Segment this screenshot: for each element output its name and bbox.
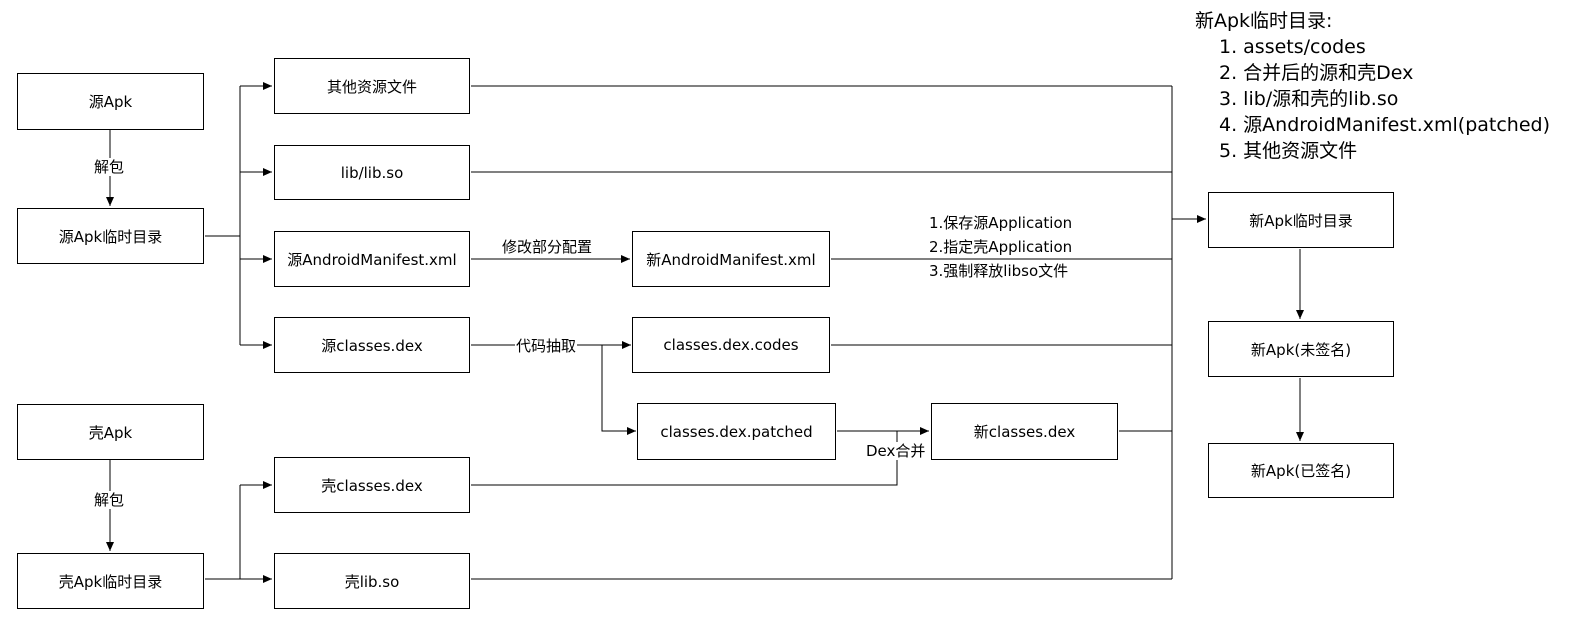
node-shell-lib-so: 壳lib.so [274, 553, 470, 609]
node-src-apk-tmp: 源Apk临时目录 [17, 208, 204, 264]
node-src-classes-dex: 源classes.dex [274, 317, 470, 373]
node-new-apk-tmp: 新Apk临时目录 [1208, 192, 1394, 248]
node-new-apk-signed: 新Apk(已签名) [1208, 443, 1394, 498]
legend-item: 5. 其他资源文件 [1219, 140, 1358, 162]
legend-item: 2. 合并后的源和壳Dex [1219, 62, 1414, 84]
node-classes-dex-codes: classes.dex.codes [632, 317, 830, 373]
node-classes-dex-patched: classes.dex.patched [637, 403, 836, 460]
node-src-apk: 源Apk [17, 73, 204, 130]
node-shell-apk: 壳Apk [17, 404, 204, 460]
label-unpack-src: 解包 [93, 158, 126, 176]
node-new-apk-unsigned: 新Apk(未签名) [1208, 321, 1394, 377]
node-other-resources: 其他资源文件 [274, 58, 470, 114]
legend-item: 4. 源AndroidManifest.xml(patched) [1219, 114, 1550, 136]
label-manifest-step-2: 2.指定壳Application [929, 238, 1073, 256]
node-shell-classes-dex: 壳classes.dex [274, 457, 470, 513]
legend-title: 新Apk临时目录: [1195, 10, 1333, 32]
label-unpack-shell: 解包 [93, 491, 126, 509]
node-src-manifest: 源AndroidManifest.xml [274, 231, 470, 287]
label-manifest-step-3: 3.强制释放libso文件 [929, 262, 1069, 280]
edge-to-dex-patched [601, 345, 636, 435]
label-manifest-step-1: 1.保存源Application [929, 214, 1073, 232]
node-shell-apk-tmp: 壳Apk临时目录 [17, 553, 204, 609]
node-lib-so: lib/lib.so [274, 145, 470, 200]
legend-item: 1. assets/codes [1219, 36, 1366, 58]
node-new-manifest: 新AndroidManifest.xml [632, 231, 830, 287]
label-dex-merge: Dex合并 [865, 442, 927, 460]
label-modify-config: 修改部分配置 [502, 238, 593, 256]
new-apk-tmp-legend: 新Apk临时目录: 1. assets/codes 2. 合并后的源和壳Dex … [1195, 8, 1550, 164]
legend-item: 3. lib/源和壳的lib.so [1219, 88, 1399, 110]
node-new-classes-dex: 新classes.dex [931, 403, 1118, 460]
label-extract-code: 代码抽取 [515, 337, 578, 355]
